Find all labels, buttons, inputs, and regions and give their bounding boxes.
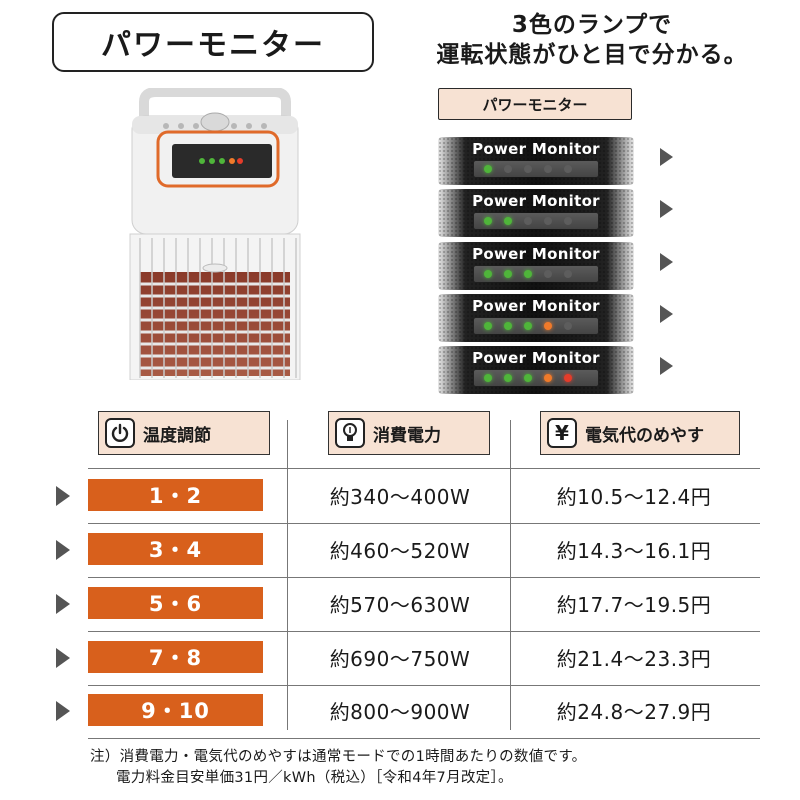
- play-arrow-icon: [660, 305, 673, 323]
- column-header-label: 温度調節: [143, 425, 211, 446]
- cost-cell: 約24.8〜27.9円: [556, 699, 712, 724]
- lamp-indicator: [484, 322, 492, 330]
- lamp-indicator: [504, 374, 512, 382]
- power-cell: 約460〜520W: [329, 538, 471, 563]
- cost-cell: 約17.7〜19.5円: [556, 592, 712, 617]
- lamp-bar: [474, 213, 598, 229]
- lamp-indicator: [564, 270, 572, 278]
- yen-icon: ¥: [547, 418, 577, 448]
- power-cell: 約570〜630W: [329, 592, 471, 617]
- lamp-indicator: [524, 217, 532, 225]
- lamp-indicator: [544, 270, 552, 278]
- column-divider: [287, 420, 288, 730]
- lamp-indicator: [544, 374, 552, 382]
- lamp-indicator: [504, 322, 512, 330]
- level-badge: 5・6: [88, 587, 263, 619]
- lamp-indicator: [484, 217, 492, 225]
- row-divider: [88, 631, 760, 632]
- footnote: 注）消費電力・電気代のめやすは通常モードでの1時間あたりの数値です。 電力料金目…: [90, 747, 790, 789]
- power-monitor-panel: Power Monitor: [438, 189, 634, 237]
- heater-illustration: [129, 88, 301, 380]
- level-badge: 1・2: [88, 479, 263, 511]
- power-icon: [105, 418, 135, 448]
- row-divider: [88, 577, 760, 578]
- row-divider: [88, 738, 760, 739]
- column-header-label: 電気代のめやす: [585, 425, 704, 446]
- cost-cell: 約21.4〜23.3円: [556, 646, 712, 671]
- lamp-indicator: [564, 217, 572, 225]
- column-header-cost: ¥ 電気代のめやす: [540, 411, 740, 455]
- level-badge: 7・8: [88, 641, 263, 673]
- row-divider: [88, 468, 760, 469]
- play-arrow-icon: [660, 200, 673, 218]
- play-arrow-icon: [56, 648, 70, 668]
- lamp-bar: [474, 161, 598, 177]
- lamp-indicator: [484, 165, 492, 173]
- power-monitor-panel-label: Power Monitor: [472, 192, 600, 210]
- column-header-temperature: 温度調節: [98, 411, 270, 455]
- power-cell: 約800〜900W: [329, 699, 471, 724]
- play-arrow-icon: [56, 486, 70, 506]
- lamp-indicator: [524, 374, 532, 382]
- cost-cell: 約14.3〜16.1円: [556, 538, 712, 563]
- play-arrow-icon: [660, 148, 673, 166]
- power-cell: 約340〜400W: [329, 484, 471, 509]
- lamp-indicator: [544, 217, 552, 225]
- lamp-bar: [474, 266, 598, 282]
- lamp-indicator: [504, 217, 512, 225]
- power-monitor-header-label: パワーモニター: [482, 95, 588, 114]
- row-divider: [88, 685, 760, 686]
- lamp-indicator: [544, 165, 552, 173]
- play-arrow-icon: [660, 357, 673, 375]
- power-monitor-header: パワーモニター: [438, 88, 632, 120]
- lamp-indicator: [504, 270, 512, 278]
- column-header-label: 消費電力: [373, 425, 441, 446]
- lamp-bar: [474, 318, 598, 334]
- lamp-indicator: [504, 165, 512, 173]
- row-divider: [88, 523, 760, 524]
- power-monitor-panel-label: Power Monitor: [472, 245, 600, 263]
- page-subtitle: 3色のランプで 運転状態がひと目で分かる。: [402, 10, 782, 70]
- power-monitor-panel: Power Monitor: [438, 242, 634, 290]
- power-monitor-panel-label: Power Monitor: [472, 349, 600, 367]
- lamp-indicator: [524, 165, 532, 173]
- lamp-indicator: [524, 270, 532, 278]
- cost-cell: 約10.5〜12.4円: [556, 484, 712, 509]
- play-arrow-icon: [56, 594, 70, 614]
- footnote-line-1: 注）消費電力・電気代のめやすは通常モードでの1時間あたりの数値です。: [90, 749, 587, 765]
- power-monitor-panel-label: Power Monitor: [472, 140, 600, 158]
- subtitle-line-1: 3色のランプで: [511, 12, 673, 38]
- lightbulb-icon: [335, 418, 365, 448]
- play-arrow-icon: [56, 701, 70, 721]
- play-arrow-icon: [660, 253, 673, 271]
- subtitle-line-2: 運転状態がひと目で分かる。: [436, 42, 748, 68]
- level-badge: 9・10: [88, 694, 263, 726]
- play-arrow-icon: [56, 540, 70, 560]
- column-header-power: 消費電力: [328, 411, 490, 455]
- column-divider: [510, 420, 511, 730]
- lamp-indicator: [544, 322, 552, 330]
- footnote-line-2: 電力料金目安単価31円／kWh（税込）［令和4年7月改定］。: [116, 770, 513, 786]
- page-title: パワーモニター: [101, 28, 325, 63]
- power-monitor-panel-label: Power Monitor: [472, 297, 600, 315]
- page-title-box: パワーモニター: [52, 12, 374, 72]
- power-monitor-panel: Power Monitor: [438, 346, 634, 394]
- lamp-indicator: [484, 270, 492, 278]
- lamp-indicator: [484, 374, 492, 382]
- lamp-indicator: [524, 322, 532, 330]
- lamp-indicator: [564, 374, 572, 382]
- level-badge: 3・4: [88, 533, 263, 565]
- power-monitor-panel: Power Monitor: [438, 294, 634, 342]
- lamp-indicator: [564, 165, 572, 173]
- lamp-indicator: [564, 322, 572, 330]
- power-monitor-panel: Power Monitor: [438, 137, 634, 185]
- power-cell: 約690〜750W: [329, 646, 471, 671]
- lamp-bar: [474, 370, 598, 386]
